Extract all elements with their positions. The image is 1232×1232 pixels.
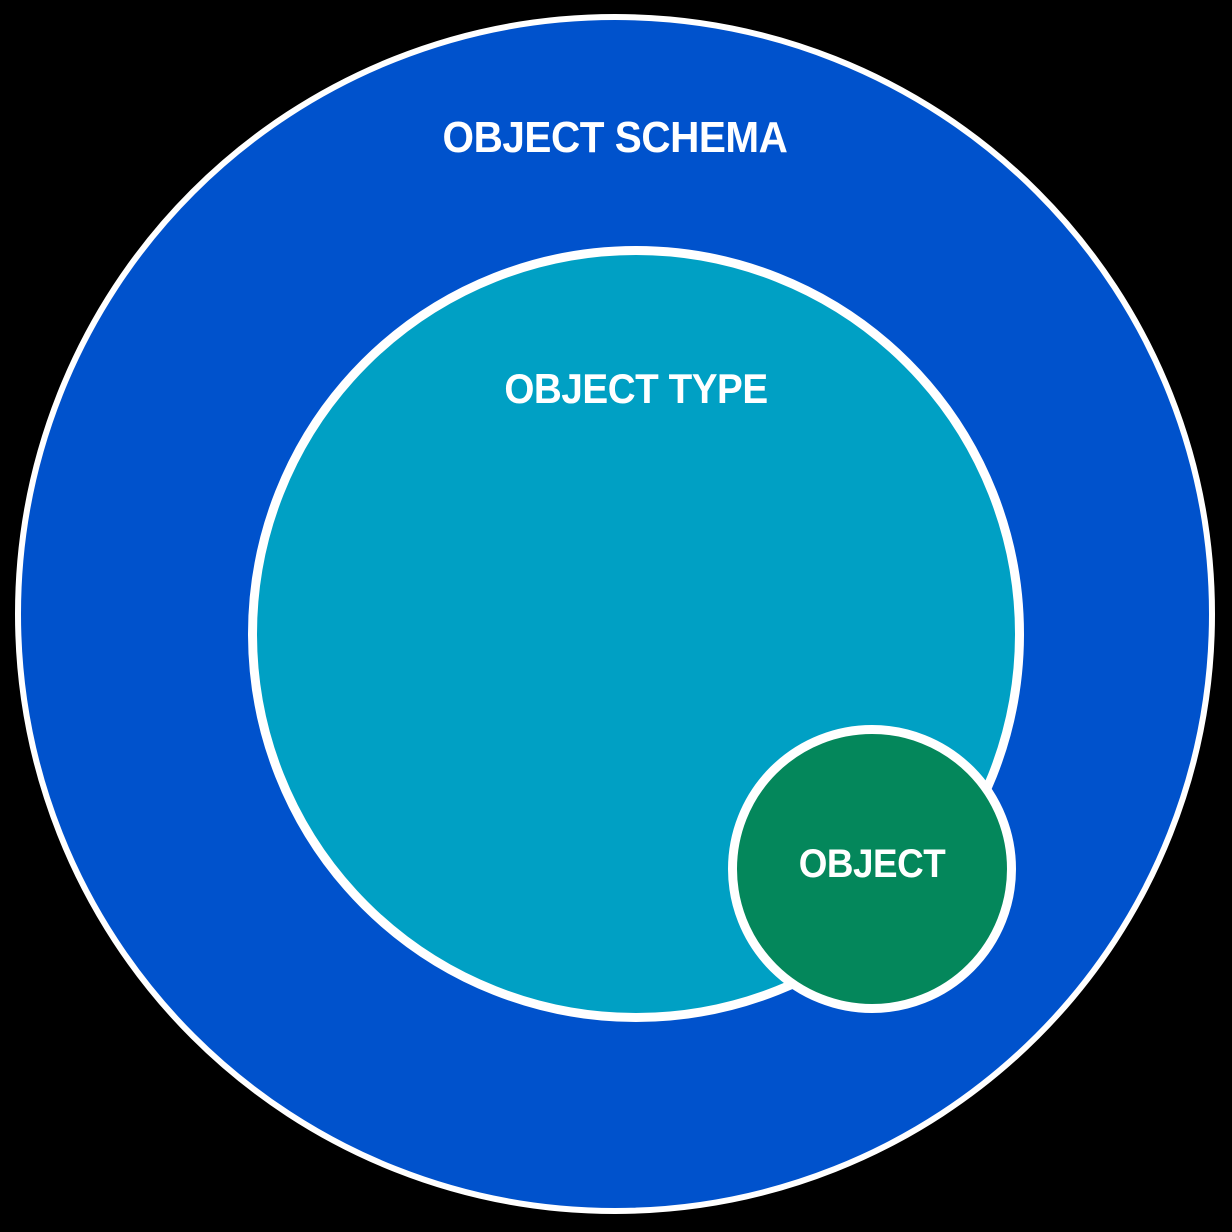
object-label: OBJECT: [798, 842, 946, 886]
object-circle: OBJECT: [728, 725, 1016, 1013]
object-schema-circle: OBJECT SCHEMA OBJECT TYPE OBJECT: [15, 14, 1215, 1214]
object-type-label: OBJECT TYPE: [504, 365, 768, 412]
object-schema-label: OBJECT SCHEMA: [442, 113, 788, 162]
object-type-circle: OBJECT TYPE OBJECT: [248, 246, 1024, 1022]
